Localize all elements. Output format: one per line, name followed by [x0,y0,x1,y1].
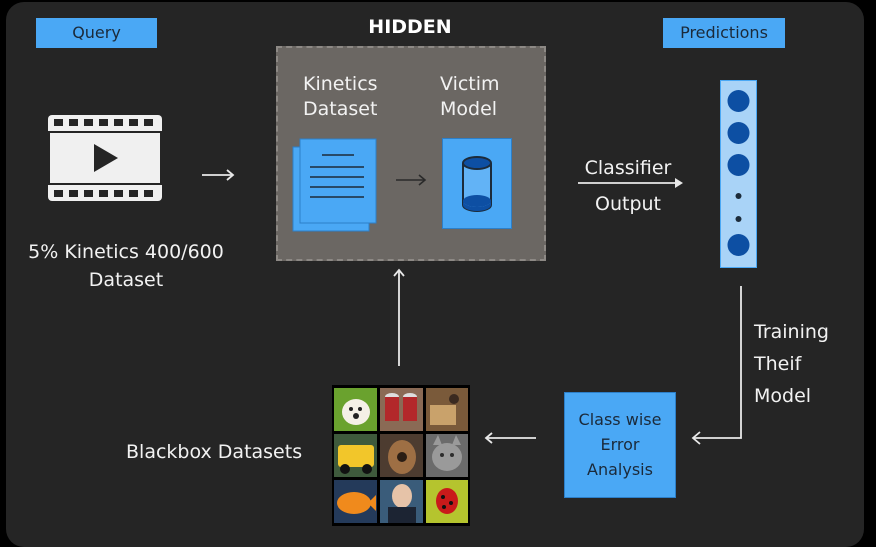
query-label: Query [36,18,157,48]
arrow-blackbox-to-hidden [393,268,405,366]
blackbox-label: Blackbox Datasets [126,441,303,463]
victim-model-card [442,138,512,229]
training-label: Training Theif Model [754,321,829,407]
arrow-video-to-hidden [202,169,235,181]
hidden-title: HIDDEN [368,16,452,38]
diagram-canvas: Query HIDDEN Predictions 5% Kinetics 400… [6,2,864,547]
arrow-error-to-blackbox [484,432,536,444]
arrow-predictions-to-error [691,286,742,445]
error-analysis-box: Class wise Error Analysis [564,392,676,498]
image-grid-icon [332,385,470,526]
cylinder-icon [462,156,492,212]
dataset-caption: 5% Kinetics 400/600 Dataset [28,241,224,291]
predictions-label: Predictions [663,18,785,48]
document-stack-icon [292,138,378,234]
kinetics-dataset-label: Kinetics Dataset [303,73,378,120]
film-play-icon [48,115,162,201]
classifier-output-label: Classifier Output [584,157,672,215]
victim-model-label: Victim Model [440,73,500,120]
arrow-dataset-to-model [396,174,427,186]
arrow-classifier-to-predictions [578,178,683,188]
neuron-column-icon [720,80,757,268]
